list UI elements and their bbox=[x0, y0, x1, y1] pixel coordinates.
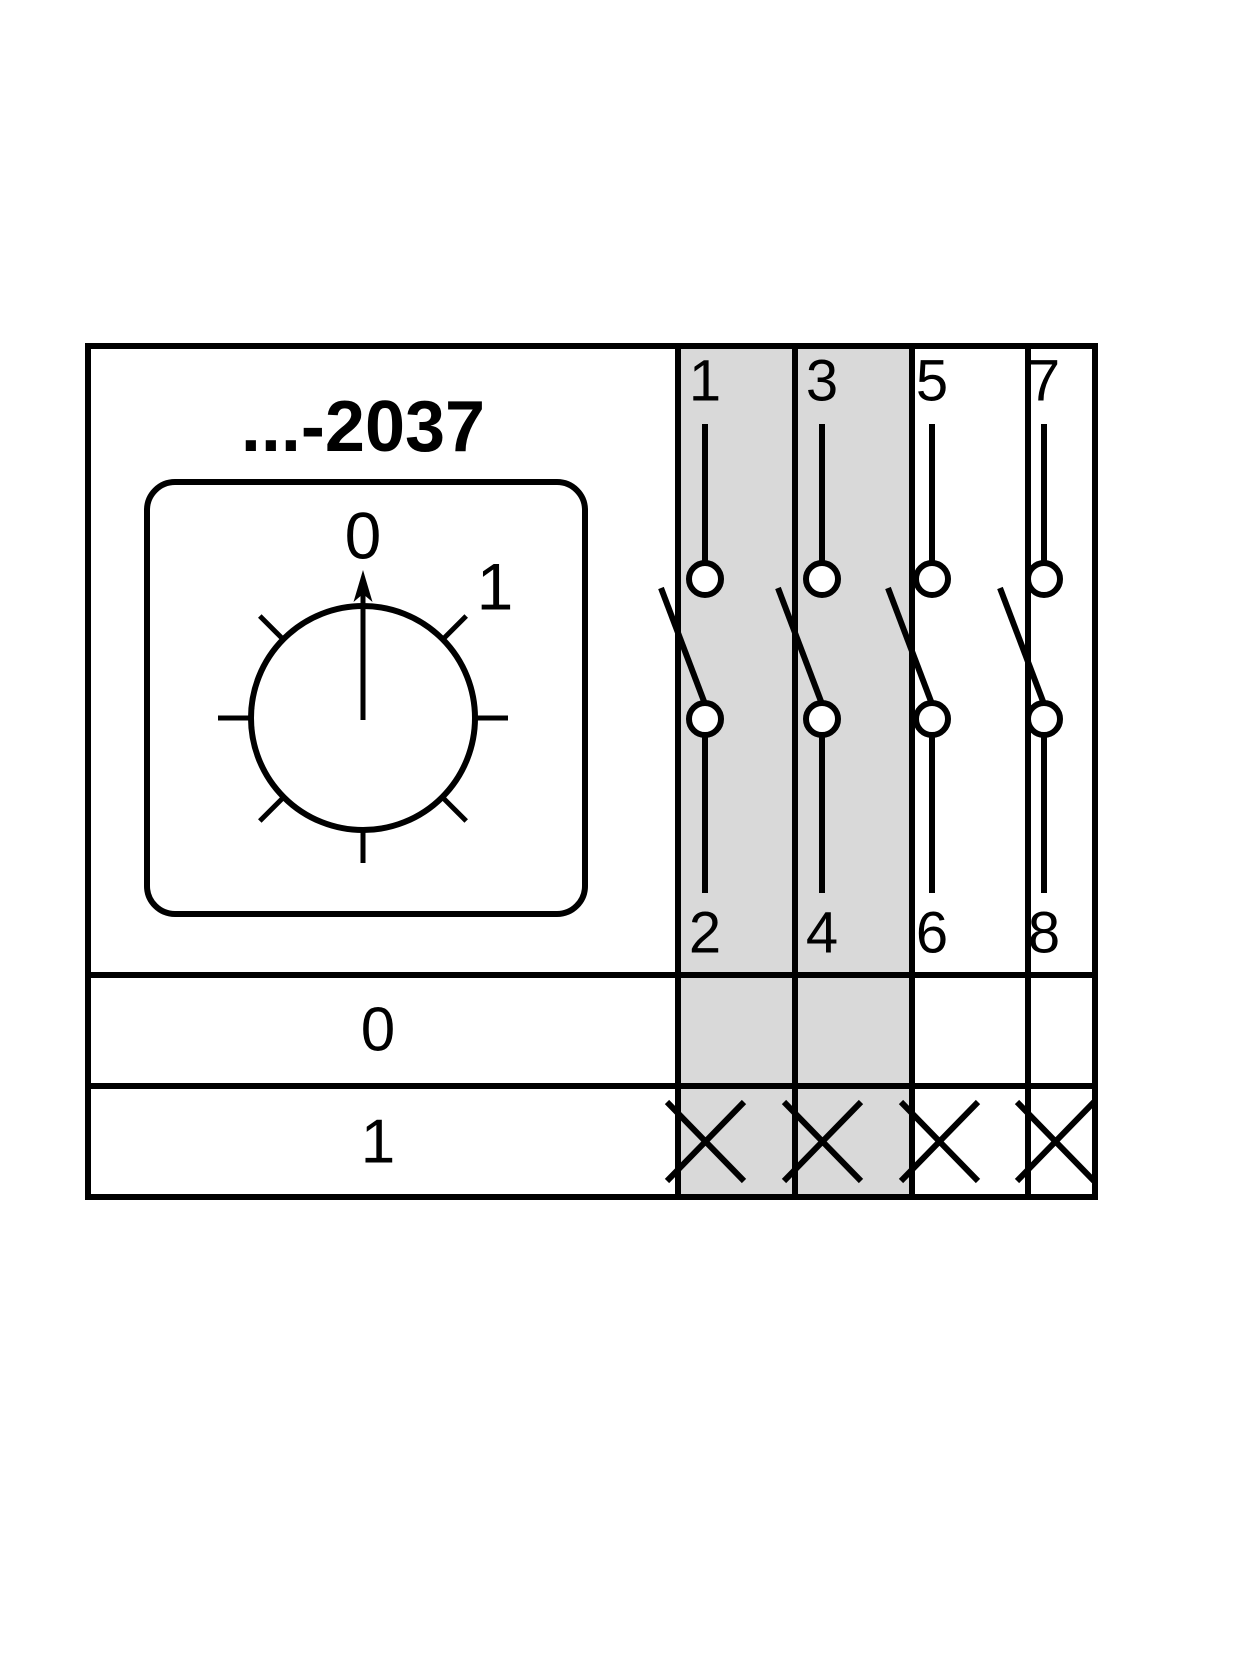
contact-terminal-top-5 bbox=[913, 560, 951, 598]
column-dividers bbox=[675, 346, 1031, 1197]
highlight-band-column-1-2 bbox=[678, 346, 795, 1197]
cell-mark-closed-col-2 bbox=[664, 1099, 747, 1184]
contact-terminal-bottom-1 bbox=[686, 700, 724, 738]
terminal-label-top-1: 1 bbox=[689, 348, 721, 413]
row-label-1: 1 bbox=[361, 1107, 395, 1176]
terminal-label-bottom-8: 8 bbox=[1028, 900, 1060, 965]
table-row-position-0[interactable]: 0 bbox=[361, 995, 395, 1064]
row-label-0: 0 bbox=[361, 995, 395, 1064]
cell-mark-closed-col-4 bbox=[781, 1099, 864, 1184]
highlight-bands bbox=[678, 346, 912, 1197]
contact-blade-4 bbox=[997, 586, 1047, 706]
table-row-position-1[interactable]: 1 bbox=[361, 1099, 1097, 1184]
terminal-label-bottom-4: 4 bbox=[806, 900, 838, 965]
row-1-cells bbox=[664, 1099, 1097, 1184]
terminal-label-top-7: 7 bbox=[1028, 348, 1060, 413]
knob-label-position-0: 0 bbox=[345, 498, 382, 572]
contact-pole-1[interactable]: 1 2 bbox=[658, 348, 724, 965]
contact-blade-1 bbox=[658, 586, 708, 706]
terminal-label-bottom-6: 6 bbox=[916, 900, 948, 965]
contact-terminal-top-1 bbox=[686, 560, 724, 598]
contact-pole-3[interactable]: 5 6 bbox=[885, 348, 951, 965]
contact-terminal-top-3 bbox=[803, 560, 841, 598]
cell-mark-closed-col-6 bbox=[898, 1099, 981, 1184]
terminal-label-top-3: 3 bbox=[806, 348, 838, 413]
contact-pole-2[interactable]: 3 4 bbox=[775, 348, 841, 965]
rotary-selector-knob[interactable]: 0 1 bbox=[218, 498, 513, 863]
contact-pole-4[interactable]: 7 8 bbox=[997, 348, 1063, 965]
contact-terminal-bottom-3 bbox=[803, 700, 841, 738]
terminal-label-bottom-2: 2 bbox=[689, 900, 721, 965]
knob-label-position-1: 1 bbox=[477, 549, 514, 623]
page-title: ...-2037 bbox=[241, 387, 485, 467]
contact-terminal-top-7 bbox=[1025, 560, 1063, 598]
contact-blade-3 bbox=[885, 586, 935, 706]
knob-panel bbox=[144, 479, 588, 917]
knob-tick-marks bbox=[218, 614, 508, 863]
highlight-band-column-3-4 bbox=[795, 346, 912, 1197]
contact-terminal-bottom-5 bbox=[913, 700, 951, 738]
terminal-label-top-5: 5 bbox=[916, 348, 948, 413]
diagram-outer-frame bbox=[85, 343, 1098, 1200]
contact-blade-2 bbox=[775, 586, 825, 706]
contact-terminal-bottom-7 bbox=[1025, 700, 1063, 738]
cell-mark-closed-col-8 bbox=[1014, 1099, 1097, 1184]
knob-pointer bbox=[353, 570, 373, 720]
